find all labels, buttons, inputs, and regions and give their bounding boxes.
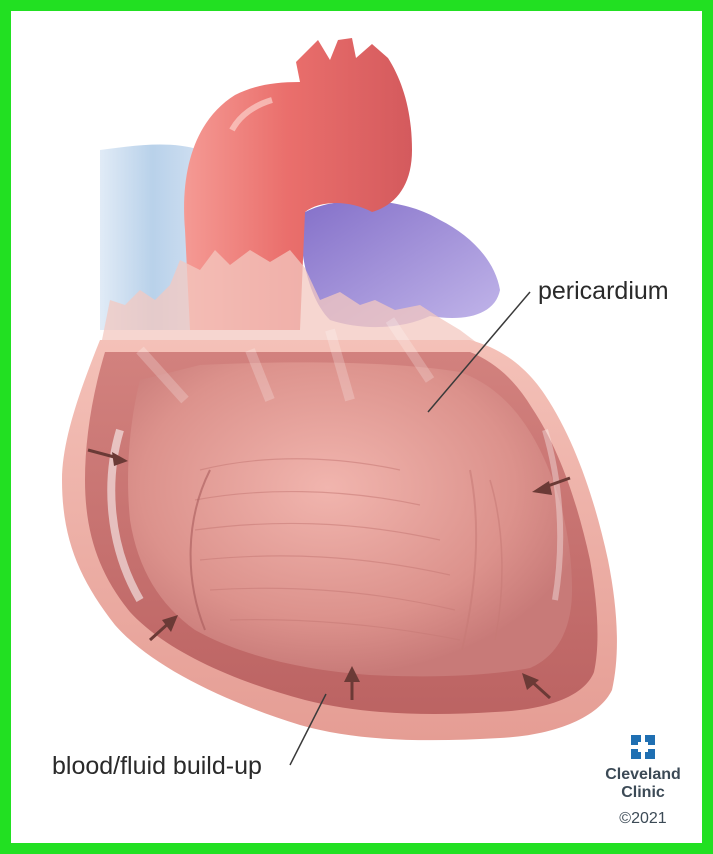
copyright: ©2021: [588, 810, 698, 828]
pericardium-label: pericardium: [538, 277, 669, 306]
fluid-buildup-label: blood/fluid build-up: [52, 752, 262, 781]
logo-line-1: Cleveland: [588, 766, 698, 784]
cleveland-clinic-logo: Cleveland Clinic ©2021: [588, 734, 698, 828]
cleveland-clinic-logo-icon: [630, 734, 656, 760]
logo-line-2: Clinic: [588, 784, 698, 802]
